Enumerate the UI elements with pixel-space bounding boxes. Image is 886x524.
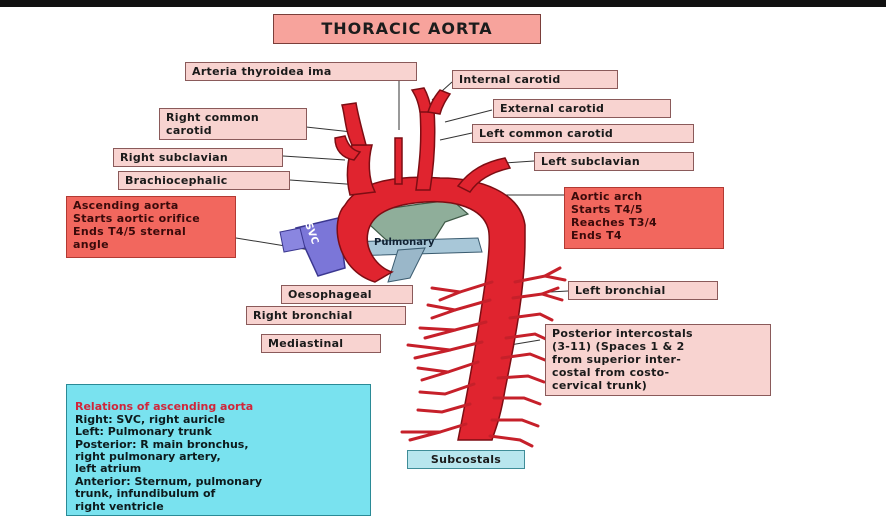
label-posterior-intercostals: Posterior intercostals (3-11) (Spaces 1 …: [545, 324, 771, 396]
label-left-subclavian: Left subclavian: [534, 152, 694, 171]
aorta-branches: [400, 266, 567, 448]
label-ascending-aorta: Ascending aorta Starts aortic orifice En…: [66, 196, 236, 258]
label-brachiocephalic: Brachiocephalic: [118, 171, 290, 190]
relations-title: Relations of ascending aorta: [75, 400, 254, 414]
label-oesophageal: Oesophageal: [281, 285, 413, 304]
label-left-common-carotid: Left common carotid: [472, 124, 694, 143]
label-external-carotid: External carotid: [493, 99, 671, 118]
label-subcostals: Subcostals: [407, 450, 525, 469]
relations-body: Right: SVC, right auricle Left: Pulmonar…: [75, 412, 263, 513]
label-pulmonary: Pulmonary: [374, 237, 435, 248]
label-right-bronchial: Right bronchial: [246, 306, 406, 325]
top-border: [0, 0, 886, 7]
diagram-title: THORACIC AORTA: [273, 14, 541, 44]
label-right-common-carotid: Right common carotid: [159, 108, 307, 140]
label-aortic-arch: Aortic arch Starts T4/5 Reaches T3/4 End…: [564, 187, 724, 249]
label-internal-carotid: Internal carotid: [452, 70, 618, 89]
label-arteria-thyroidea-ima: Arteria thyroidea ima: [185, 62, 417, 81]
label-mediastinal: Mediastinal: [261, 334, 381, 353]
label-left-bronchial: Left bronchial: [568, 281, 718, 300]
svc-vessel: [279, 217, 346, 277]
aorta: [334, 87, 526, 441]
label-right-subclavian: Right subclavian: [113, 148, 283, 167]
